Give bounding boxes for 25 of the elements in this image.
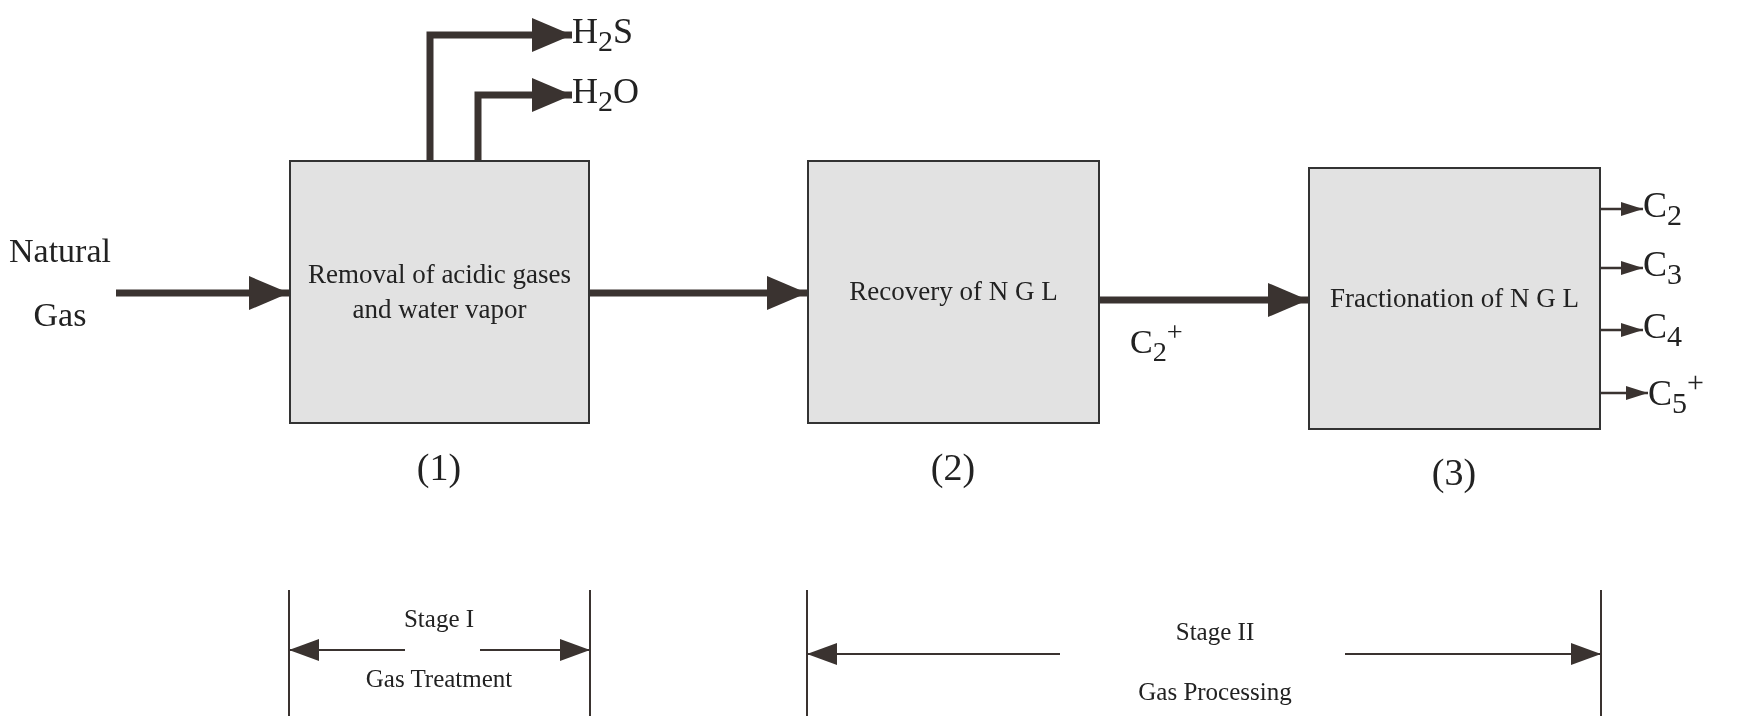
process-box [1308, 167, 1601, 430]
step-number: (3) [1430, 450, 1478, 494]
arrow [1601, 261, 1643, 275]
arrow [1100, 283, 1308, 317]
stage-label: Stage II [1174, 618, 1256, 646]
process-box [289, 160, 590, 424]
process-text: Removal of acidic gases and water vapor [306, 257, 573, 326]
process-text: Fractionation of N G L [1330, 281, 1579, 315]
stream-label: C$_{4}$ [1643, 307, 1713, 353]
stream-label: H$_{2}$O [572, 70, 672, 120]
stream-label: C$_{3}$ [1643, 245, 1713, 291]
stage-label: Gas Processing [1137, 678, 1293, 706]
arrow [1601, 386, 1648, 400]
stream-label: Natural Gas [4, 218, 116, 348]
process-box [807, 160, 1100, 424]
stream-label: H$_{2}$S [572, 10, 672, 60]
stage-label: Gas Treatment [364, 665, 514, 693]
step-number: (1) [415, 445, 463, 489]
arrow [1601, 202, 1643, 216]
stage-label: Stage I [402, 605, 476, 633]
stream-label: C$_{2}$ [1643, 186, 1713, 232]
step-number: (2) [929, 445, 977, 489]
process-text: Recovery of N G L [849, 275, 1058, 309]
arrow [1601, 323, 1643, 337]
arrow [590, 276, 807, 310]
